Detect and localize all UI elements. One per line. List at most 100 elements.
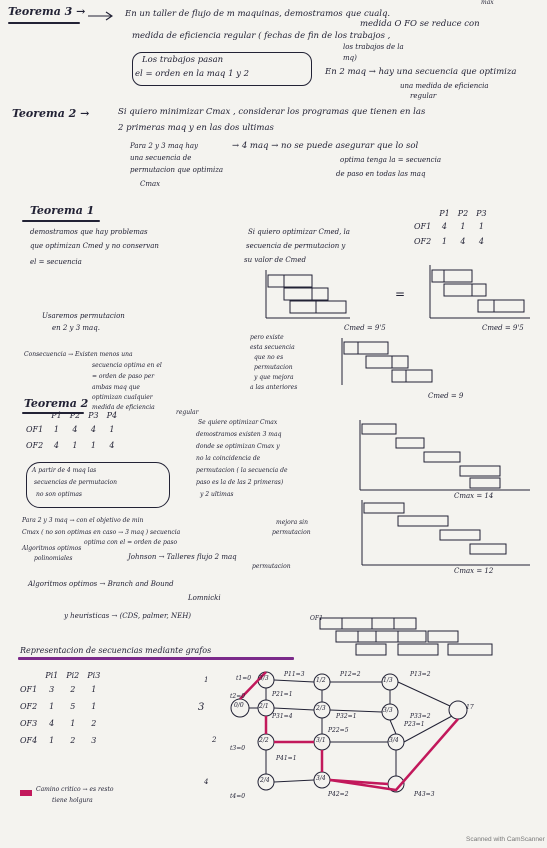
gantt-chart-4	[359, 420, 530, 491]
gantt-bar	[471, 283, 487, 297]
gantt-bar	[341, 617, 373, 630]
gantt-bar	[343, 341, 359, 355]
graph-edges	[249, 679, 453, 785]
s4-line19: y heuristicas → (CDS, palmer, NEH)	[64, 612, 192, 620]
table-cell: 4	[478, 237, 484, 246]
gantt-bar	[469, 477, 501, 489]
table-cell: 4	[53, 440, 59, 450]
s3-line6: su valor de Cmed	[244, 256, 306, 264]
table-row-label: OF2	[414, 237, 432, 246]
table-cell: 4	[109, 440, 115, 450]
th: P4	[106, 411, 118, 420]
gantt-bar	[477, 299, 495, 313]
table-cell: 5	[70, 702, 76, 711]
s4-line13: Johnson → Talleres flujo 2 maq	[128, 553, 237, 561]
s1-line7: una medida de eficiencia	[400, 82, 489, 90]
node-label: 2/4	[260, 777, 270, 784]
table-row-label: OF1	[26, 424, 44, 434]
node-label: 1/2	[316, 677, 326, 684]
s4-box3: no son optimas	[36, 491, 82, 498]
gantt-bar	[357, 630, 377, 643]
table-cell: 1	[49, 702, 55, 711]
gantt-bar	[267, 274, 285, 288]
s4-line8: Para 2 y 3 maq → con el objetivo de min	[22, 517, 144, 524]
s3-cmed3: Cmed = 9	[428, 392, 464, 400]
th: P1	[51, 411, 62, 420]
gantt-bar	[397, 630, 427, 643]
gantt-bar	[315, 300, 347, 314]
table-cell: 1	[49, 736, 55, 745]
edge-label: P13=2	[410, 671, 431, 678]
s4-box	[26, 462, 170, 508]
s4-cmax1: Cmax = 14	[454, 492, 494, 500]
table-cell: 1	[72, 440, 78, 450]
teorema-1-underline	[22, 220, 100, 222]
s4-line2: demostramos existen 3 maq	[196, 431, 282, 438]
s1-line5: mq)	[343, 54, 357, 62]
s3-line3: el = secuencia	[30, 258, 82, 266]
gantt-chart-5	[361, 500, 530, 566]
gantt-bar	[443, 283, 473, 297]
table-row-label: OF4	[20, 736, 38, 745]
table-cell: 1	[478, 222, 484, 231]
s1-line6: En 2 maq → hay una secuencia que optimiz…	[325, 67, 517, 77]
gantt6-label: OF1	[310, 615, 323, 622]
critical-path	[264, 716, 389, 786]
table-row-label: OF1	[414, 222, 432, 231]
s4-line16: permutacion	[272, 529, 311, 536]
s3-line5: secuencia de permutacion y	[246, 242, 346, 250]
scanner-footer: Scanned with CamScanner	[466, 836, 545, 843]
gantt-bar	[363, 502, 405, 514]
th-p1: P1	[439, 209, 450, 218]
edge-label: P31=4	[272, 713, 293, 720]
s3-cons7: regular	[176, 409, 199, 416]
s3-cons1: Consecuencia → Existen menos una	[24, 351, 133, 358]
s4-line10: optima con el = orden de paso	[84, 539, 178, 546]
gantt-bar	[395, 437, 425, 449]
s3-note5: que no es	[254, 354, 284, 361]
table-cell: 4	[49, 719, 55, 728]
gantt-bar	[335, 630, 359, 643]
s1-line8: regular	[410, 92, 437, 100]
gantt-bar	[283, 287, 313, 301]
s1-line3: medida de eficiencia regular ( fechas de…	[132, 31, 391, 41]
s1-line4: los trabajos de la	[343, 43, 404, 51]
edge-label: P33=2	[410, 713, 431, 720]
teorema-3-underline	[8, 22, 80, 24]
s1-box2: el = orden en la maq 1 y 2	[135, 69, 250, 79]
node-label: 1/3	[383, 677, 393, 684]
s4-line18: Lomnicki	[188, 594, 221, 602]
table-row-label: OF2	[26, 440, 44, 450]
teorema-3-title: Teorema 3 →	[8, 5, 86, 18]
table-cell: 1	[70, 719, 76, 728]
edge-label: P21=1	[272, 691, 293, 698]
gantt-bar	[371, 617, 395, 630]
edge-label: P11=3	[284, 671, 305, 678]
s3-cons5: optimizan cualquier	[92, 394, 153, 401]
gantt-bar	[493, 299, 525, 313]
edge-label: t4=0	[230, 793, 246, 800]
table-cell: 4	[441, 222, 447, 231]
table-row-label: OF1	[20, 685, 38, 694]
table-cell: 2	[70, 736, 76, 745]
s4-line12: polinomiales	[34, 555, 73, 562]
critical-path-swatch	[20, 790, 32, 796]
s3-note8: a las anteriores	[250, 384, 298, 391]
s2-line6: Cmax	[140, 180, 161, 188]
teorema-2-title: Teorema 2 →	[12, 107, 90, 120]
s4-box1: A partir de 4 maq las	[32, 467, 97, 474]
teorema-2b-underline	[22, 412, 84, 414]
s3-cmed1: Cmed = 9'5	[344, 324, 386, 332]
gantt-bar	[355, 643, 387, 656]
gantt-chart-3	[341, 338, 433, 385]
node-label: 3/3	[383, 707, 393, 714]
gantt-bar	[319, 617, 343, 630]
graph-num: 3	[198, 702, 205, 713]
th: Pi1	[45, 671, 59, 680]
s1-line1b: max	[481, 0, 494, 6]
table-row-label: OF2	[20, 702, 38, 711]
table-cell: 1	[90, 440, 96, 450]
edge-label: t1=0	[236, 675, 252, 682]
s4-line7: y 2 ultimas	[200, 491, 234, 498]
gantt-bar	[431, 269, 445, 283]
